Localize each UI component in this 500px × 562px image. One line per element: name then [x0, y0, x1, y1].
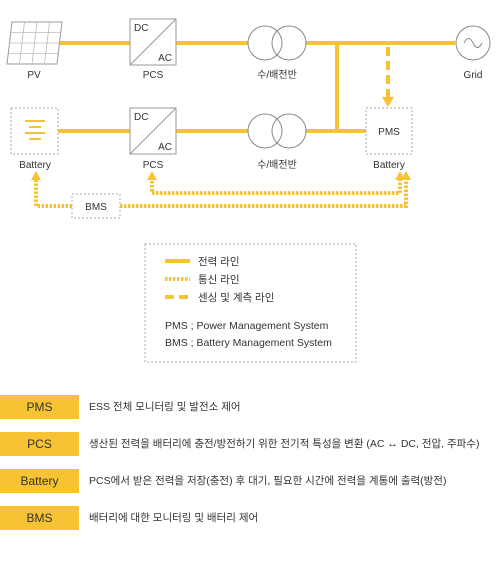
legend-pms-definition: PMS ; Power Management System [165, 320, 329, 332]
glossary-term-badge: Battery [0, 469, 79, 493]
battery-left-box [10, 107, 59, 155]
sensing-line [382, 47, 394, 107]
legend: 전력 라인 통신 라인 센싱 및 계측 라인 PMS ; Power Manag… [144, 243, 357, 363]
comm-line-pcs-battery [150, 177, 402, 195]
pcs-bottom-label: PCS [143, 160, 164, 171]
pcs-top-box [129, 18, 177, 66]
glossary-row-pcs: PCS 생산된 전력을 배터리에 충전/방전하기 위한 전기적 특성을 변환 (… [0, 432, 500, 456]
pcs-bottom-box [129, 107, 177, 155]
pv-panel-icon [6, 21, 63, 65]
glossary-term-badge: PCS [0, 432, 79, 456]
pcs-top-ac: AC [158, 53, 172, 64]
power-lines [58, 41, 455, 133]
battery-left-label: Battery [19, 160, 51, 171]
glossary-row-bms: BMS 배터리에 대한 모니터링 및 배터리 제어 [0, 506, 500, 530]
grid-icon [455, 25, 491, 61]
switchboard-top-label: 수/배전반 [257, 69, 297, 81]
pcs-bottom-dc: DC [134, 112, 148, 123]
bms-label: BMS [85, 202, 107, 213]
ess-diagram: PV DC AC PCS 수/배전반 Grid Battery DC AC PC… [6, 18, 491, 363]
legend-bms-definition: BMS ; Battery Management System [165, 337, 332, 349]
grid-label: Grid [464, 70, 483, 81]
pcs-bottom-ac: AC [158, 142, 172, 153]
battery-right-label: Battery [373, 160, 405, 171]
glossary-row-battery: Battery PCS에서 받은 전력을 저장(충전) 후 대기, 필요한 시간… [0, 469, 500, 493]
comm-line-bms-battery [120, 177, 408, 208]
bms-box [71, 193, 121, 219]
pms-box [365, 107, 413, 155]
switchboard-bottom-icon [247, 113, 307, 149]
comm-line-bms-battery-left [34, 177, 72, 208]
pms-box-label: PMS [378, 127, 400, 138]
sensing-arrowhead [382, 97, 394, 107]
glossary-row-pms: PMS ESS 전체 모니터링 및 발전소 제어 [0, 395, 500, 419]
glossary-description: PCS에서 받은 전력을 저장(충전) 후 대기, 필요한 시간에 전력을 계통… [89, 475, 447, 487]
switchboard-top-icon [247, 25, 307, 61]
pv-label: PV [27, 70, 41, 81]
glossary-description: 배터리에 대한 모니터링 및 배터리 제어 [89, 512, 259, 524]
glossary-term-badge: PMS [0, 395, 79, 419]
comm-lines [34, 177, 408, 208]
glossary-description: ESS 전체 모니터링 및 발전소 제어 [89, 401, 241, 413]
legend-sensing-label: 센싱 및 계측 라인 [198, 292, 274, 304]
pcs-top-dc: DC [134, 23, 148, 34]
glossary-description: 생산된 전력을 배터리에 충전/방전하기 위한 전기적 특성을 변환 (AC ↔… [89, 438, 480, 450]
switchboard-bottom-label: 수/배전반 [257, 159, 297, 171]
pcs-top-label: PCS [143, 70, 164, 81]
legend-power-label: 전력 라인 [198, 256, 240, 268]
glossary-term-badge: BMS [0, 506, 79, 530]
legend-comm-label: 통신 라인 [198, 274, 240, 286]
